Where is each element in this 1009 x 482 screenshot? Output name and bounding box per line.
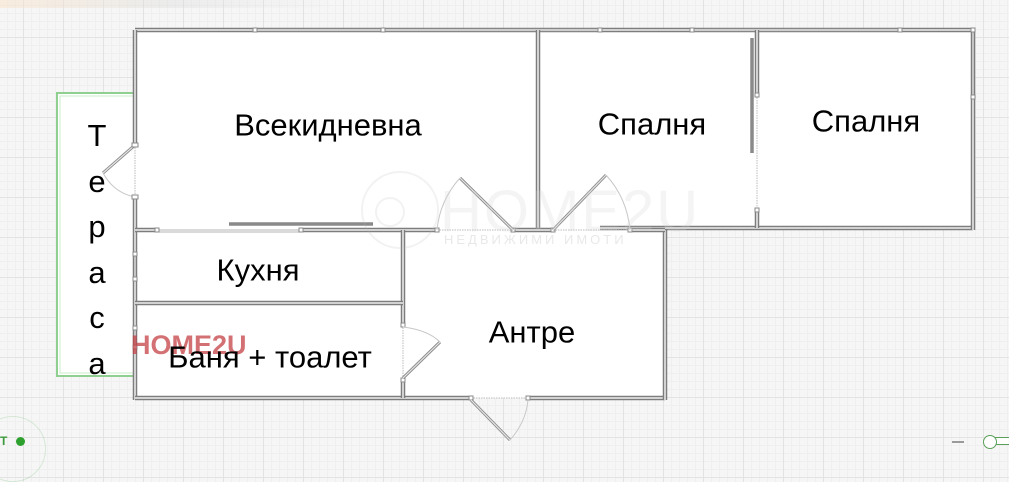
room-label-living: Всекидневна [234,107,422,143]
room-label-terrace: Т е р а с а [85,113,109,386]
top-blur-overlay [0,0,340,8]
floor-plan-canvas[interactable]: .wall { fill: none; stroke: #7d7d7d; str… [0,0,1009,448]
watermark-brand-ghost: HOME2U [440,179,701,244]
room-label-bedroom-1: Спалня [597,106,707,142]
terrace-letter: с [89,300,105,335]
terrace-letter: Т [87,118,107,153]
terrace-letter: а [88,254,106,290]
terrace-outline [56,92,135,377]
terrace-letter: е [88,163,106,199]
room-label-hall: Антре [488,314,576,350]
room-label-kitchen: Кухня [216,252,300,288]
zoom-out-icon[interactable] [952,441,964,443]
room-label-bedroom-2: Спалня [811,103,921,139]
windows [132,27,976,350]
doors [102,142,631,442]
zoom-slider-handle[interactable] [983,435,997,449]
terrace-letter: а [88,345,106,381]
watermark-tagline: НЕДВИЖИМИ ИМОТИ [444,232,627,247]
compass-label: T [0,434,8,448]
room-floors [57,30,973,398]
compass-handle[interactable] [16,437,25,446]
watermark-logo-ghost [361,171,439,249]
room-label-bathroom: Баня + тоалет [168,339,372,375]
watermark-brand: HOME2U [131,330,247,360]
zoom-slider-track[interactable] [995,437,1009,445]
terrace-letter: р [88,209,106,244]
